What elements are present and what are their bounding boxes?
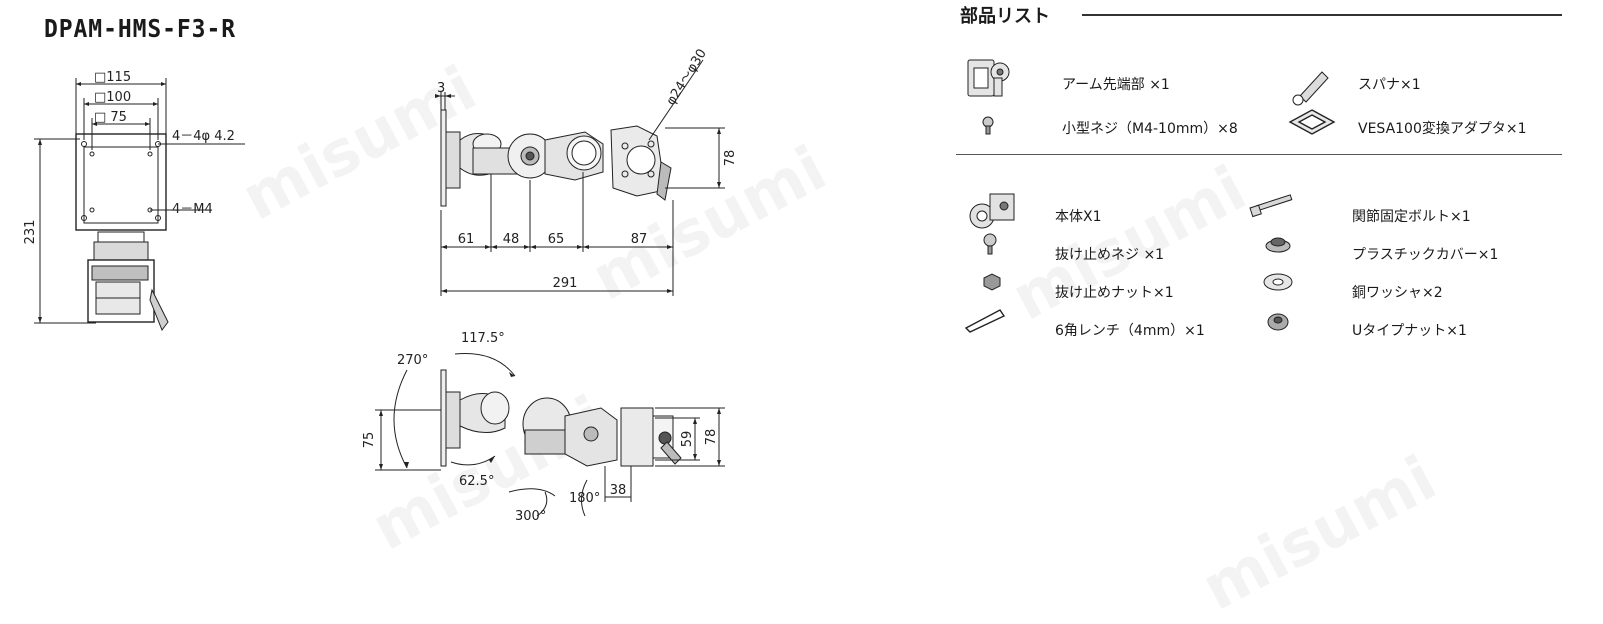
small-screw-icon [982, 116, 994, 135]
dim-height-231: 231 [23, 220, 38, 245]
copper-washer-icon [1263, 273, 1293, 291]
angle-62-5: 62.5° [459, 474, 494, 489]
dim-height-75: 75 [362, 432, 377, 449]
part-label: 6角レンチ（4mm）×1 [1055, 323, 1205, 339]
angle-117-5: 117.5° [461, 331, 505, 346]
dim-square-100: □100 [94, 90, 131, 105]
dim-height-78: 78 [723, 150, 738, 167]
part-label: アーム先端部 ×1 [1062, 77, 1170, 93]
angle-270: 270° [397, 353, 428, 368]
part-label: 抜け止めネジ ×1 [1055, 247, 1165, 263]
front-view-drawing: □115 □100 □ 75 4－4φ 4.2 4－M4 231 [23, 70, 245, 332]
model-title: DPAM-HMS-F3-R [44, 14, 236, 43]
angle-180: 180° [569, 491, 600, 506]
parts-group1-icons [967, 59, 1336, 135]
parts-group-divider [956, 154, 1562, 155]
dim-total-291: 291 [553, 276, 578, 291]
angle-300: 300° [515, 509, 546, 524]
dim-plate-3: 3 [437, 81, 445, 96]
hex-wrench-icon [964, 309, 1006, 333]
watermark: misumi [1190, 441, 1447, 624]
dim-threads: 4－M4 [172, 202, 213, 217]
joint-bolt-icon [1249, 194, 1293, 218]
vesa-adapter-icon [1288, 109, 1336, 135]
part-label: 抜け止めナット×1 [1055, 285, 1174, 301]
part-label: プラスチックカバー×1 [1352, 247, 1499, 263]
retaining-screw-icon [983, 233, 997, 255]
dim-seg-87: 87 [631, 232, 648, 247]
retaining-nut-icon [983, 273, 1001, 291]
part-label: 小型ネジ（M4-10mm）×8 [1062, 121, 1238, 137]
part-label: 関節固定ボルト×1 [1352, 209, 1471, 225]
side-view-drawing: 3 φ24～φ30 78 61 48 65 87 291 [435, 47, 738, 296]
dim-seg-61: 61 [458, 232, 475, 247]
plastic-cover-icon [1265, 237, 1291, 253]
arm-tip-icon [967, 59, 1010, 97]
main-body-icon [969, 193, 1015, 229]
u-nut-icon [1267, 313, 1289, 331]
dim-seg-65: 65 [548, 232, 565, 247]
part-label: Uタイプナット×1 [1352, 323, 1467, 339]
dim-square-115: □115 [94, 70, 131, 85]
dim-pole-diameter: φ24～φ30 [664, 47, 710, 109]
part-label: 本体X1 [1055, 209, 1102, 225]
dim-square-75: □ 75 [94, 110, 127, 125]
dim-width-38: 38 [610, 483, 627, 498]
dim-seg-48: 48 [503, 232, 520, 247]
dim-holes: 4－4φ 4.2 [172, 129, 235, 144]
parts-title-rule [1082, 14, 1562, 16]
parts-list-title: 部品リスト [960, 6, 1050, 27]
dim-height-78-top: 78 [704, 429, 719, 446]
parts-group2-icons [964, 193, 1293, 333]
top-view-drawing: 270° 117.5° 62.5° 300° 180° 75 59 78 38 [362, 331, 725, 524]
dim-height-59: 59 [680, 431, 695, 448]
part-label: VESA100変換アダプタ×1 [1358, 121, 1527, 137]
part-label: 銅ワッシャ×2 [1352, 285, 1443, 301]
part-label: スパナ×1 [1358, 77, 1421, 93]
spanner-icon [1292, 71, 1329, 106]
